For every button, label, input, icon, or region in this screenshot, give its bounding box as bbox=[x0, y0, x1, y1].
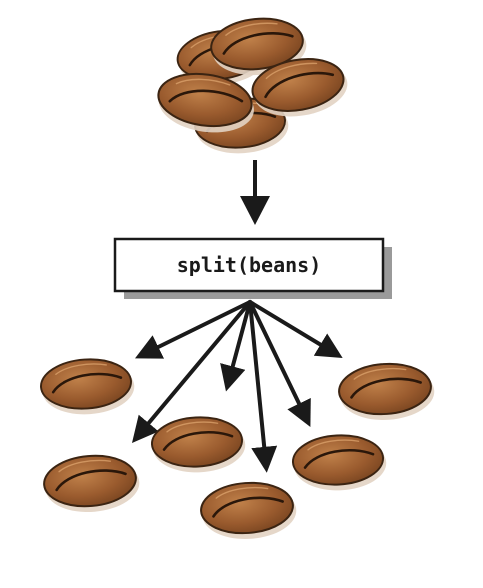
function-label: split(beans) bbox=[177, 253, 322, 277]
split-bean bbox=[290, 431, 389, 494]
split-bean bbox=[40, 450, 143, 518]
split-arrow bbox=[248, 300, 278, 473]
split-arrow bbox=[248, 300, 311, 428]
split-function-box: split(beans) bbox=[113, 237, 392, 299]
split-arrow bbox=[131, 300, 252, 443]
split-bean bbox=[336, 359, 438, 425]
split-arrows bbox=[131, 300, 343, 473]
input-arrow bbox=[240, 160, 270, 225]
scattered-beans bbox=[38, 354, 438, 544]
box-frame bbox=[113, 237, 385, 293]
split-arrow bbox=[220, 300, 252, 392]
split-bean bbox=[198, 478, 300, 544]
split-bean bbox=[38, 354, 138, 419]
bean-pile-illustration bbox=[152, 12, 353, 158]
split-bean bbox=[149, 413, 248, 476]
split-arrow bbox=[134, 300, 252, 359]
split-arrow bbox=[248, 300, 343, 359]
